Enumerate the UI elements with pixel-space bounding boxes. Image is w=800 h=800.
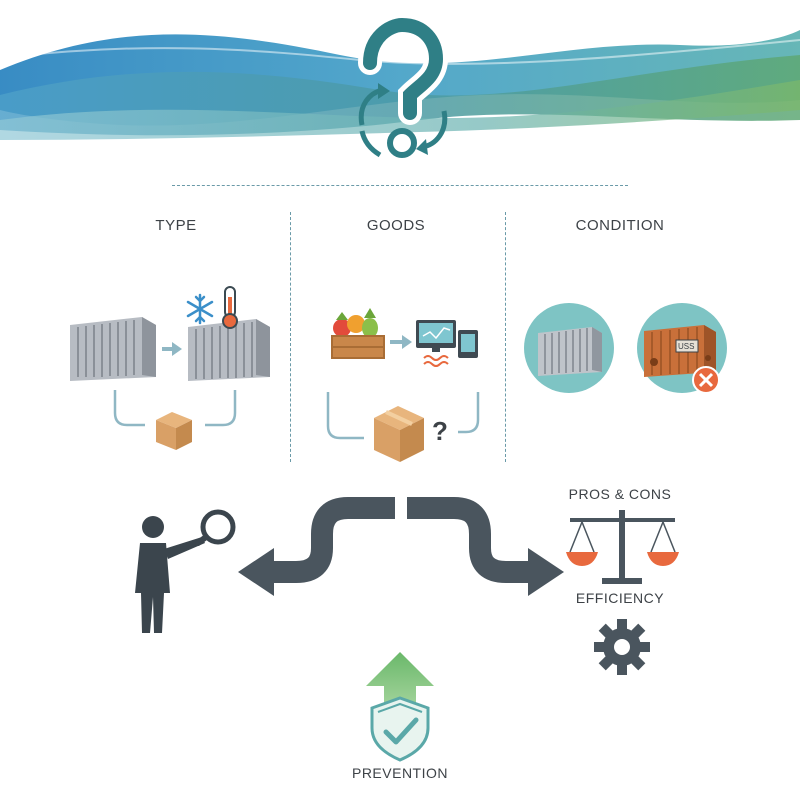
prevention-label: PREVENTION bbox=[351, 765, 448, 781]
good-container-icon bbox=[524, 303, 614, 393]
efficiency-label: EFFICIENCY bbox=[575, 590, 665, 606]
electronics-icon bbox=[416, 320, 478, 367]
condition-label: CONDITION bbox=[575, 217, 665, 234]
inspector-icon bbox=[135, 509, 236, 633]
close-icon bbox=[692, 366, 720, 394]
cardboard-box-icon bbox=[156, 412, 192, 450]
damaged-crate-text: USS bbox=[678, 342, 694, 351]
question-cycle-icon bbox=[358, 15, 449, 158]
question-mark: ? bbox=[432, 416, 448, 446]
left-curved-arrow bbox=[238, 497, 395, 596]
type-diagram bbox=[70, 286, 270, 450]
condition-diagram: USS bbox=[524, 303, 727, 394]
pros-cons-label: PROS & CONS bbox=[568, 486, 672, 502]
balance-scale-icon bbox=[566, 510, 679, 584]
cardboard-box-icon bbox=[374, 406, 424, 462]
top-divider bbox=[172, 185, 628, 186]
snowflake-icon bbox=[186, 293, 214, 325]
goods-diagram: ? bbox=[326, 308, 480, 462]
divider-right bbox=[505, 212, 506, 462]
shield-check-icon bbox=[366, 652, 434, 762]
produce-crate-icon bbox=[331, 308, 385, 359]
type-label: TYPE bbox=[155, 217, 197, 234]
right-curved-arrow bbox=[407, 497, 564, 596]
divider-left bbox=[290, 212, 291, 462]
shipping-container-icon bbox=[70, 317, 156, 381]
thermometer-icon bbox=[222, 286, 238, 329]
reefer-container-icon bbox=[188, 319, 270, 381]
goods-label: GOODS bbox=[366, 217, 426, 234]
gear-icon bbox=[594, 619, 650, 675]
